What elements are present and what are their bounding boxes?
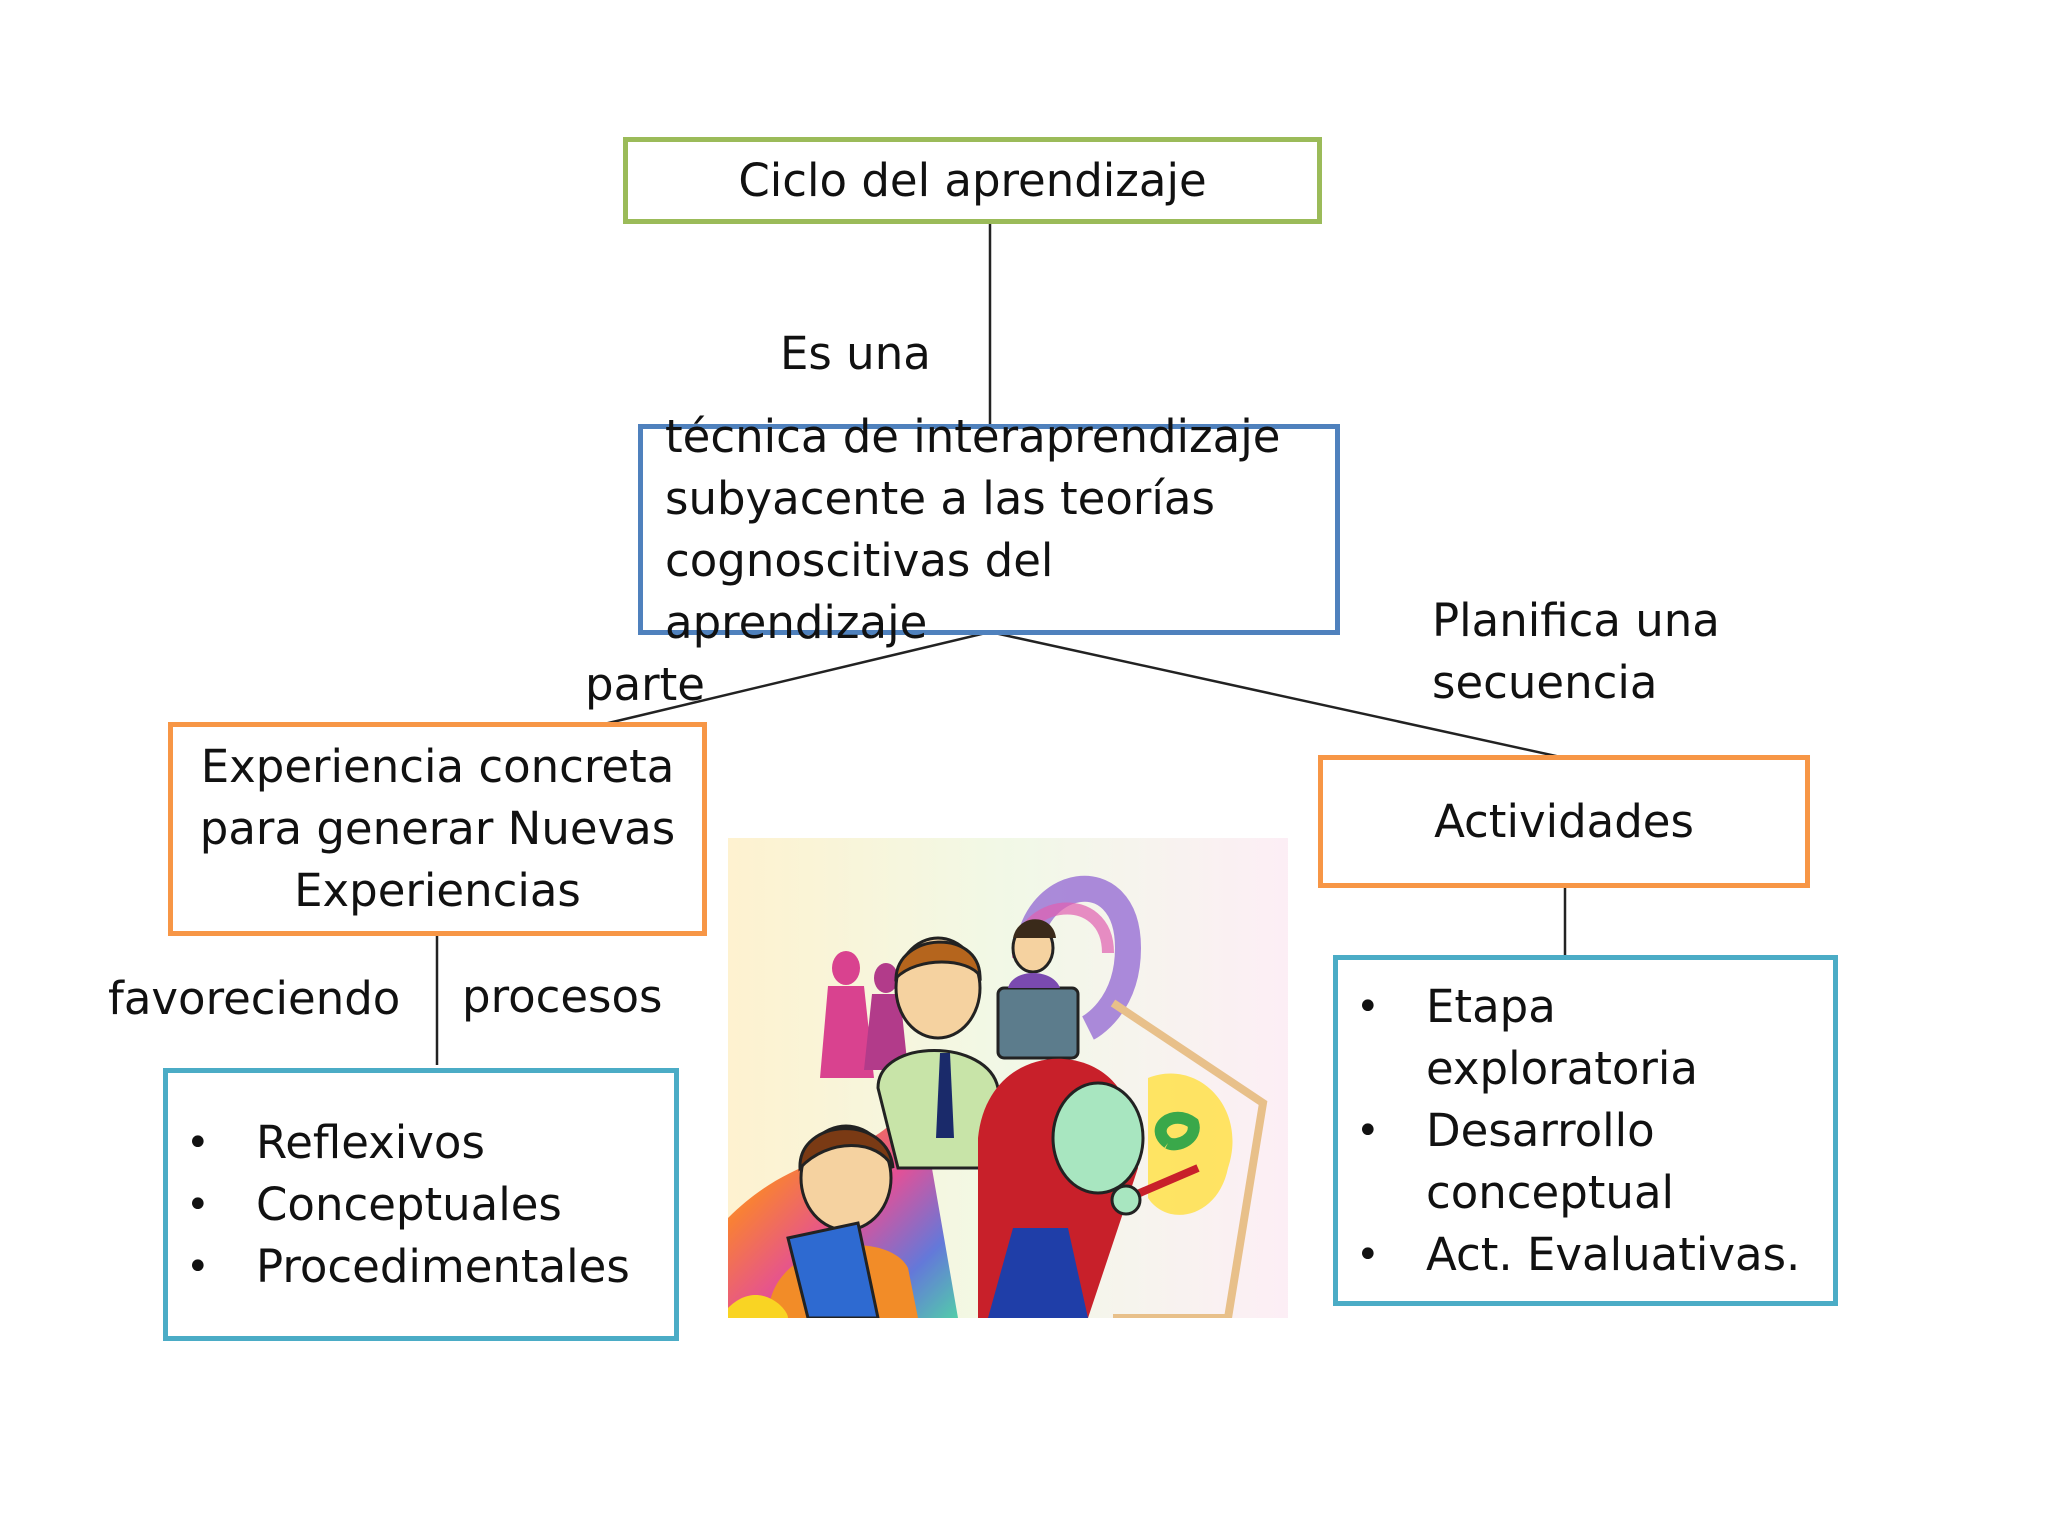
link-label-planifica: Planifica una secuencia (1432, 590, 1732, 714)
list-item: • Conceptuales (168, 1174, 674, 1236)
list-item: • Act. Evaluativas. (1338, 1224, 1817, 1286)
node-experiencia-label: Experiencia concreta para generar Nuevas… (173, 736, 702, 922)
list-item-label: Act. Evaluativas. (1426, 1228, 1800, 1281)
link-label-parte: parte (585, 654, 705, 716)
node-experiencia-concreta: Experiencia concreta para generar Nuevas… (168, 722, 707, 936)
link-label-procesos: procesos (462, 966, 662, 1028)
node-ciclo-label: Ciclo del aprendizaje (738, 150, 1206, 212)
link-label-es-una: Es una (780, 323, 931, 385)
list-item: • Reflexivos (168, 1112, 674, 1174)
link-label-favoreciendo: favoreciendo (108, 968, 400, 1030)
list-item-label: Conceptuales (256, 1178, 562, 1231)
bullet-icon: • (1356, 1100, 1380, 1162)
node-ciclo-del-aprendizaje: Ciclo del aprendizaje (623, 137, 1322, 224)
list-item-label: Reflexivos (256, 1116, 485, 1169)
bullet-icon: • (186, 1174, 210, 1236)
node-tecnica-label: técnica de interaprendizaje subyacente a… (643, 406, 1335, 654)
people-learning-illustration (728, 838, 1288, 1318)
bullet-icon: • (1356, 976, 1380, 1038)
procesos-bullet-list: • Reflexivos • Conceptuales • Procedimen… (168, 1112, 674, 1298)
bullet-icon: • (1356, 1224, 1380, 1286)
list-item-label: Desarrollo conceptual (1426, 1104, 1674, 1219)
list-item-label: Procedimentales (256, 1240, 630, 1293)
list-item: • Etapa exploratoria (1338, 976, 1817, 1100)
list-item-label: Etapa exploratoria (1426, 980, 1698, 1095)
node-actividades-label: Actividades (1434, 791, 1694, 853)
node-tecnica: técnica de interaprendizaje subyacente a… (638, 424, 1340, 635)
node-actividades: Actividades (1318, 755, 1810, 888)
node-procesos-list: • Reflexivos • Conceptuales • Procedimen… (163, 1068, 679, 1341)
bullet-icon: • (186, 1112, 210, 1174)
list-item: • Procedimentales (168, 1236, 674, 1298)
actividades-bullet-list: • Etapa exploratoria • Desarrollo concep… (1338, 976, 1833, 1286)
bullet-icon: • (186, 1236, 210, 1298)
list-item: • Desarrollo conceptual (1338, 1100, 1817, 1224)
node-actividades-list: • Etapa exploratoria • Desarrollo concep… (1333, 955, 1838, 1306)
